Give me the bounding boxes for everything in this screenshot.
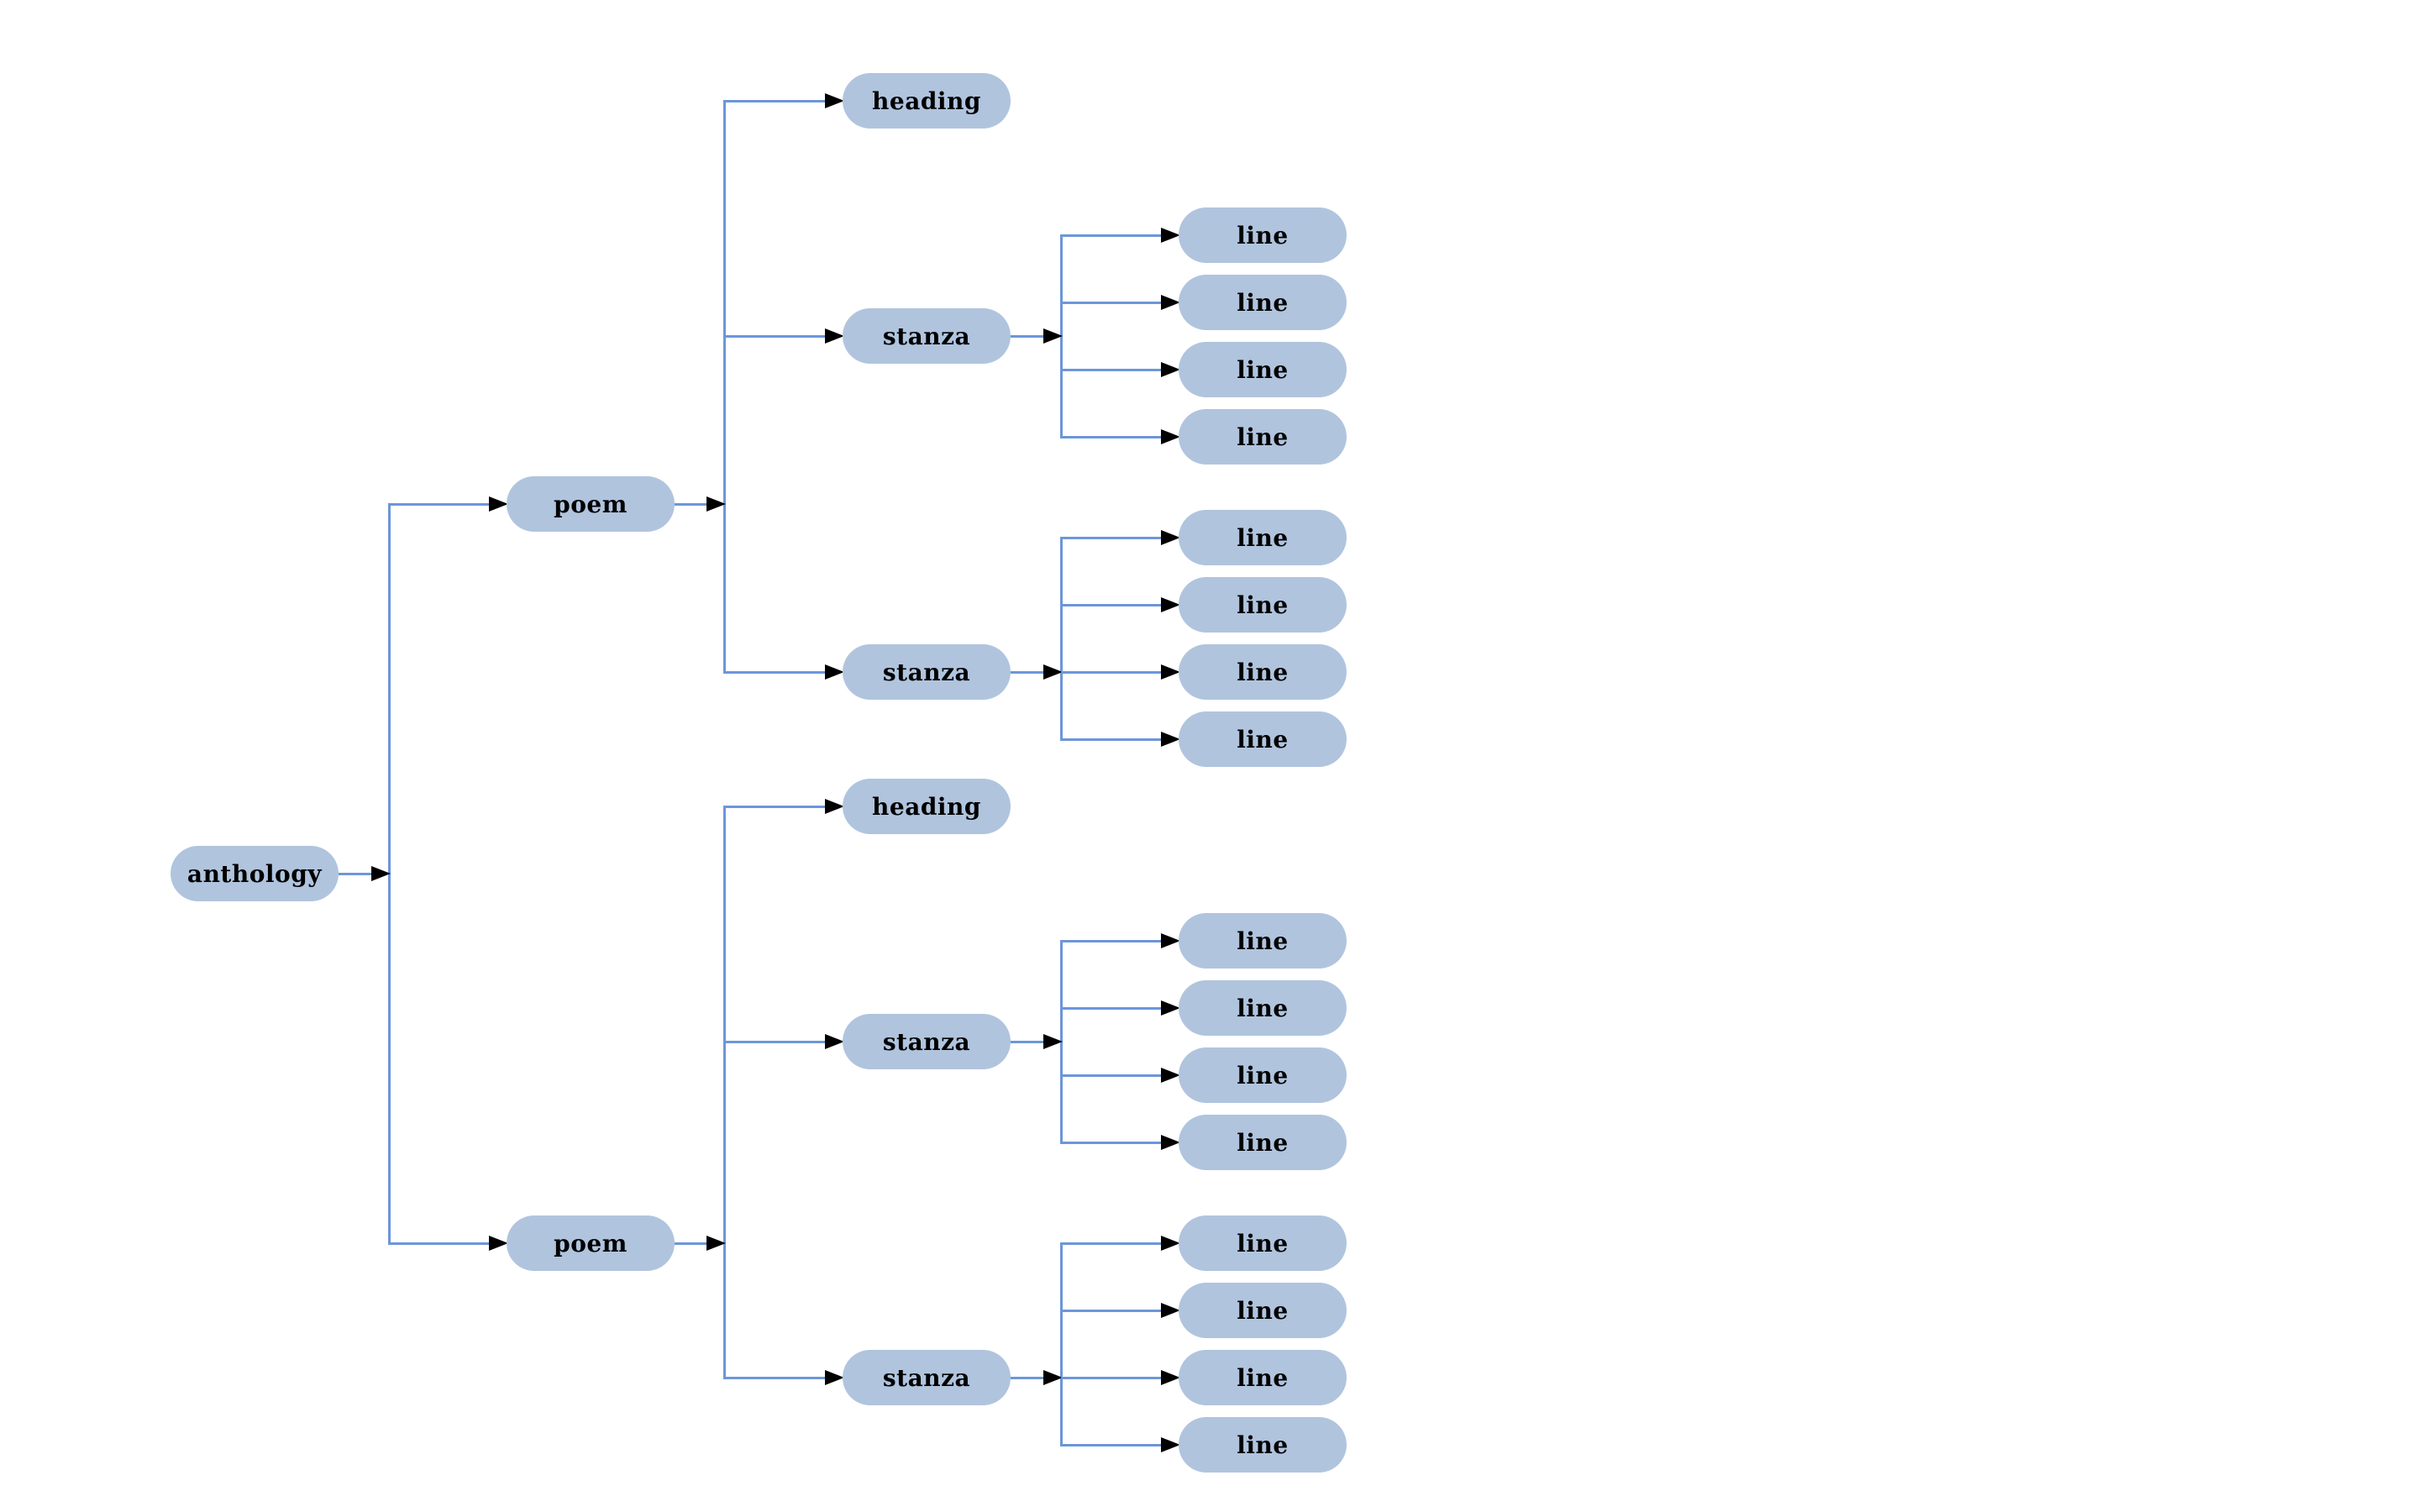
connector-branch	[1011, 1040, 1051, 1043]
connector-arrowhead	[706, 1236, 726, 1251]
node-line: line	[1179, 207, 1347, 263]
connector-arrowhead	[1161, 1236, 1180, 1251]
connector-trunk	[1059, 536, 1063, 741]
connector-arrowhead	[1161, 295, 1180, 310]
connector-branch	[1061, 1376, 1169, 1379]
connector-branch	[1061, 1006, 1169, 1010]
connector-arrowhead	[1161, 1000, 1180, 1016]
connector-branch	[724, 1040, 832, 1043]
node-line: line	[1179, 1283, 1347, 1338]
node-poem: poem	[507, 1215, 675, 1271]
connector-trunk	[1059, 1242, 1063, 1446]
node-poem: poem	[507, 476, 675, 532]
node-stanza: stanza	[843, 308, 1011, 364]
connector-trunk	[722, 99, 726, 674]
connector-branch	[1061, 1309, 1169, 1312]
node-stanza: stanza	[843, 644, 1011, 700]
connector-arrowhead	[825, 93, 844, 108]
connector-branch	[724, 99, 832, 102]
connector-branch	[724, 334, 832, 338]
connector-arrowhead	[1043, 1034, 1063, 1049]
connector-arrowhead	[1043, 1370, 1063, 1385]
node-line: line	[1179, 275, 1347, 330]
node-line: line	[1179, 644, 1347, 700]
connector-branch	[1011, 670, 1051, 674]
node-line: line	[1179, 1115, 1347, 1170]
connector-arrowhead	[825, 1034, 844, 1049]
node-anthology: anthology	[171, 846, 339, 901]
node-line: line	[1179, 342, 1347, 397]
connector-branch	[1061, 1141, 1169, 1144]
connector-arrowhead	[1161, 362, 1180, 377]
connector-arrowhead	[825, 799, 844, 814]
connector-branch	[1061, 1242, 1169, 1245]
connector-arrowhead	[1161, 530, 1180, 545]
connector-arrowhead	[825, 1370, 844, 1385]
node-line: line	[1179, 1417, 1347, 1473]
connector-arrowhead	[1161, 1303, 1180, 1318]
connector-branch	[1061, 435, 1169, 438]
connector-branch	[1061, 234, 1169, 237]
connector-branch	[339, 872, 379, 875]
connector-branch	[675, 502, 714, 506]
connector-arrowhead	[1161, 597, 1180, 612]
connector-arrowhead	[1161, 664, 1180, 680]
connector-arrowhead	[1161, 1135, 1180, 1150]
connector-branch	[1061, 368, 1169, 371]
node-line: line	[1179, 980, 1347, 1036]
node-line: line	[1179, 409, 1347, 465]
connector-arrowhead	[1161, 1437, 1180, 1452]
node-line: line	[1179, 577, 1347, 633]
connector-arrowhead	[371, 866, 391, 881]
connector-branch	[1061, 670, 1169, 674]
connector-arrowhead	[1161, 933, 1180, 948]
node-heading: heading	[843, 779, 1011, 834]
connector-arrowhead	[1161, 429, 1180, 444]
node-line: line	[1179, 711, 1347, 767]
connector-arrowhead	[1161, 228, 1180, 243]
connector-arrowhead	[825, 328, 844, 344]
connector-branch	[1061, 536, 1169, 539]
connector-arrowhead	[1043, 328, 1063, 344]
node-stanza: stanza	[843, 1350, 1011, 1405]
node-line: line	[1179, 1350, 1347, 1405]
connector-arrowhead	[825, 664, 844, 680]
connector-branch	[1061, 738, 1169, 741]
node-stanza: stanza	[843, 1014, 1011, 1069]
connector-arrowhead	[1161, 1068, 1180, 1083]
connector-branch	[389, 502, 496, 506]
connector-arrowhead	[1161, 732, 1180, 747]
node-line: line	[1179, 1047, 1347, 1103]
connector-branch	[1061, 603, 1169, 606]
connector-branch	[1061, 939, 1169, 942]
connector-branch	[675, 1242, 714, 1245]
connector-branch	[389, 1242, 496, 1245]
connector-branch	[724, 805, 832, 808]
node-line: line	[1179, 1215, 1347, 1271]
connector-branch	[1061, 1443, 1169, 1446]
connector-branch	[1061, 1074, 1169, 1077]
connector-trunk	[722, 805, 726, 1379]
node-line: line	[1179, 510, 1347, 565]
connector-arrowhead	[489, 496, 508, 512]
connector-arrowhead	[1043, 664, 1063, 680]
connector-branch	[1061, 301, 1169, 304]
connector-branch	[1011, 1376, 1051, 1379]
connector-branch	[724, 1376, 832, 1379]
connector-branch	[1011, 334, 1051, 338]
connector-arrowhead	[489, 1236, 508, 1251]
node-line: line	[1179, 913, 1347, 969]
node-heading: heading	[843, 73, 1011, 129]
connector-arrowhead	[1161, 1370, 1180, 1385]
connector-branch	[724, 670, 832, 674]
connector-arrowhead	[706, 496, 726, 512]
